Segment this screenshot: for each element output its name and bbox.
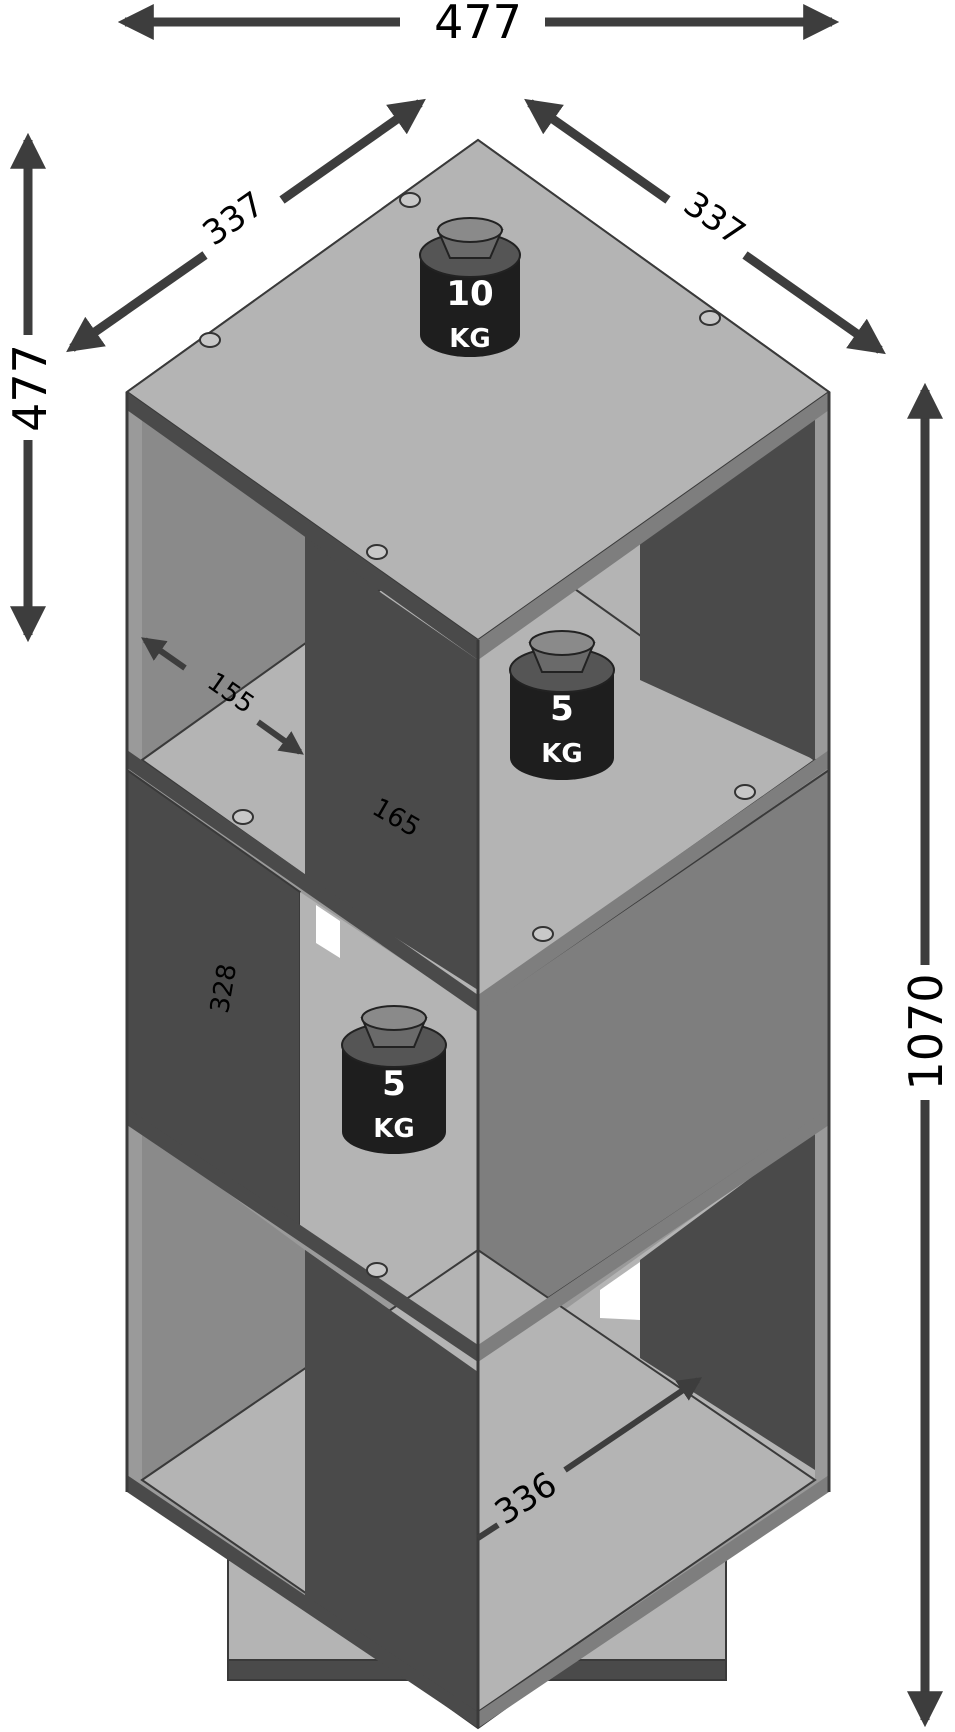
total-height-label: 1070 [899, 973, 953, 1090]
base-depth-arrow-tail [476, 1522, 500, 1541]
dowel-marker [699, 310, 721, 326]
weight-unit: KG [373, 1114, 415, 1144]
dimension-arrows [10, 4, 943, 1728]
right-depth-arrow-down [742, 251, 886, 355]
weight-value: 10 [446, 274, 493, 314]
dowel-marker [532, 926, 554, 942]
total-width-label: 477 [434, 0, 522, 49]
base-depth-arrow [563, 1377, 702, 1473]
weight-5kg-lower: 5 KG [341, 1005, 447, 1154]
left-depth-arrow-down [66, 251, 208, 353]
weight-unit: KG [541, 739, 583, 769]
shelf-slabs [125, 138, 831, 1728]
dowel-marker [199, 332, 221, 348]
opening-depth-arrow-down [256, 719, 304, 755]
weight-5kg-upper: 5 KG [509, 630, 615, 780]
left-depth-label: 337 [196, 184, 272, 254]
weight-value: 5 [382, 1064, 406, 1104]
dowel-markers [199, 192, 756, 1278]
dowel-marker [366, 544, 388, 560]
section-height-label: 477 [3, 344, 57, 432]
weight-10kg: 10 KG [419, 217, 521, 357]
right-depth-label: 337 [676, 184, 752, 254]
opening-depth-arrow-up [141, 637, 187, 671]
right-depth-arrow-up [524, 98, 671, 204]
weight-value: 5 [550, 689, 574, 729]
dowel-marker [366, 1262, 388, 1278]
dowel-marker [399, 192, 421, 208]
inner-dimension-arrows [141, 637, 702, 1541]
dowel-marker [232, 809, 254, 825]
left-depth-arrow-up [279, 98, 426, 204]
weight-unit: KG [449, 324, 491, 354]
dowel-marker [734, 784, 756, 800]
